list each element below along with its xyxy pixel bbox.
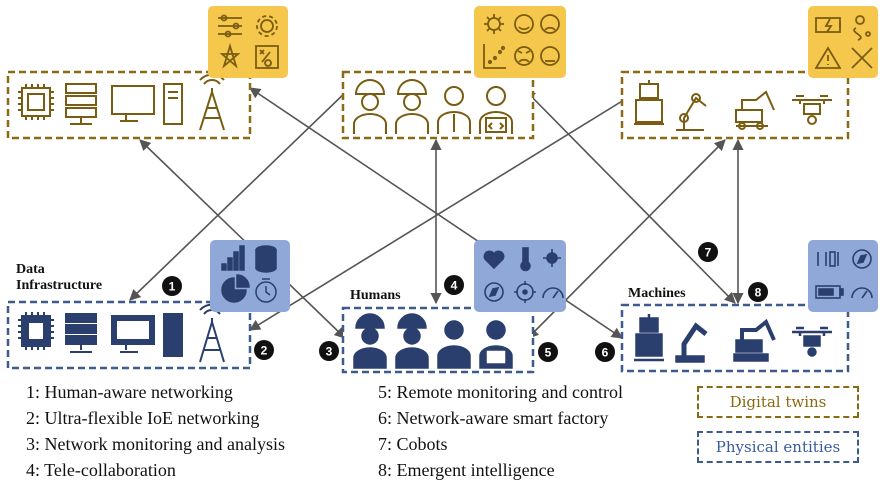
svg-text:5: 5 — [545, 346, 552, 360]
warning-icon — [814, 46, 842, 69]
legend-item-4: 4: Tele-collaboration — [26, 460, 176, 480]
physical-humans-group — [341, 240, 566, 374]
physical-infrastructure-group — [6, 240, 290, 370]
legend-item-1: 1: Human-aware networking — [26, 382, 233, 402]
humans-title: Humans — [350, 288, 401, 303]
cpu-icon — [18, 84, 54, 120]
relation-markers: 1 2 3 4 5 6 7 8 — [162, 242, 768, 362]
stopwatch-icon — [255, 278, 277, 303]
smile-icon — [514, 14, 534, 34]
target-icon — [514, 281, 536, 303]
monitor-icon — [111, 315, 155, 353]
robot-icon — [634, 80, 664, 125]
heart-icon — [483, 250, 505, 270]
legend-item-6: 6: Network-aware smart factory — [378, 408, 609, 428]
svg-text:7: 7 — [705, 246, 712, 260]
worker-helmet-icon — [353, 313, 387, 369]
monitor-icon — [111, 85, 155, 122]
battery-icon — [815, 285, 844, 299]
marker-5: 5 — [538, 342, 558, 362]
dt-humans-group — [341, 6, 566, 140]
arrow-dt-humans-to-machines — [524, 89, 736, 304]
pie-chart-icon — [221, 274, 250, 303]
robot-arm-icon — [675, 322, 708, 363]
scatter-plot-icon — [483, 44, 506, 69]
legend-item-2: 2: Ultra-flexible IoE networking — [26, 408, 260, 428]
compass-icon — [484, 282, 504, 302]
worker-woman-icon — [395, 79, 429, 134]
tools-icon — [851, 47, 873, 69]
developer-icon — [479, 86, 513, 134]
worker-woman-icon — [395, 313, 429, 369]
marker-4: 4 — [444, 275, 464, 295]
server-rack-icon — [65, 313, 97, 353]
machine-data-panel — [808, 240, 878, 312]
legend-item-8: 8: Emergent intelligence — [378, 460, 555, 480]
marker-2: 2 — [254, 340, 274, 360]
legend-left-column: 1: Human-aware networking 2: Ultra-flexi… — [26, 381, 285, 481]
drone-icon — [792, 95, 832, 125]
tower-pc-icon — [163, 83, 183, 125]
legend-right-column: 5: Remote monitoring and control 6: Netw… — [378, 381, 623, 481]
businessman-icon — [437, 320, 471, 369]
marker-3: 3 — [319, 341, 339, 361]
database-icon — [255, 245, 277, 273]
data-infrastructure-title: Data Infrastructure — [16, 262, 103, 293]
svg-text:3: 3 — [326, 345, 333, 359]
physical-machines-group — [620, 240, 878, 373]
marker-6: 6 — [595, 342, 615, 362]
tower-pc-icon — [163, 313, 183, 357]
sliders-icon — [218, 14, 242, 38]
robot-arm-icon — [676, 93, 707, 131]
route-icon — [853, 15, 871, 41]
cpu-icon — [18, 312, 54, 350]
binary-icon — [817, 251, 839, 267]
thermometer-icon — [520, 247, 531, 272]
excavator-icon — [735, 90, 775, 130]
machines-title: Machines — [628, 286, 686, 301]
server-rack-icon — [65, 83, 97, 125]
businessman-icon — [437, 86, 471, 134]
key-digital-twins: Digital twins — [697, 386, 859, 418]
svg-text:8: 8 — [755, 286, 762, 300]
sad-face-icon — [540, 14, 560, 34]
svg-text:4: 4 — [451, 279, 458, 293]
legend-item-5: 5: Remote monitoring and control — [378, 382, 623, 402]
gauge-icon — [542, 287, 564, 299]
svg-text:2: 2 — [261, 344, 268, 358]
excavator-icon — [733, 318, 776, 362]
dt-infrastructure-group — [6, 6, 288, 140]
developer-icon — [479, 320, 513, 369]
robot-icon — [634, 314, 664, 362]
marker-1: 1 — [162, 276, 182, 296]
marker-7: 7 — [698, 242, 718, 262]
drone-icon — [792, 326, 832, 357]
strategy-board-icon — [255, 45, 279, 69]
network-star-icon — [219, 42, 241, 69]
gear-icon — [256, 15, 278, 37]
legend-item-3: 3: Network monitoring and analysis — [26, 434, 285, 454]
key-physical-entities: Physical entities — [697, 431, 859, 463]
svg-text:6: 6 — [602, 346, 609, 360]
signal-bars-icon — [221, 245, 245, 271]
marker-8: 8 — [748, 282, 768, 302]
neutral-face-icon — [540, 46, 560, 66]
angry-face-icon — [514, 46, 534, 66]
dt-machines-group — [620, 6, 878, 140]
compass-icon — [852, 249, 872, 269]
battery-charge-icon — [815, 17, 841, 33]
legend-item-7: 7: Cobots — [378, 434, 448, 454]
dt-infrastructure-box — [6, 70, 252, 140]
svg-text:1: 1 — [169, 280, 176, 294]
worker-helmet-icon — [353, 79, 387, 134]
virus-icon — [484, 14, 504, 34]
infra-data-panel — [210, 240, 290, 312]
gauge-icon — [851, 287, 873, 299]
virus-icon — [543, 249, 561, 267]
dt-human-data-panel — [474, 6, 566, 78]
